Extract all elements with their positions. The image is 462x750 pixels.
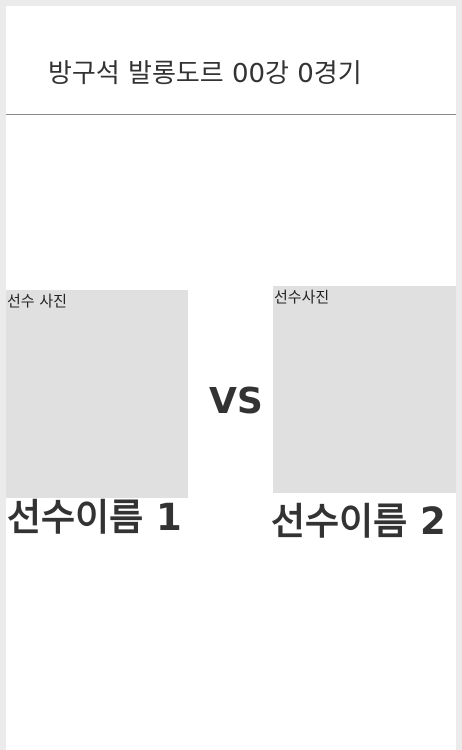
player-1-photo[interactable]: 선수 사진 <box>6 290 188 498</box>
player-1-photo-label: 선수 사진 <box>7 292 67 310</box>
match-page: 방구석 발롱도르 00강 0경기 선수 사진 VS 선수사진 선수이름 1 선수… <box>6 6 456 750</box>
player-1-name[interactable]: 선수이름 1 <box>7 496 182 539</box>
player-2-name[interactable]: 선수이름 2 <box>271 500 446 543</box>
player-2-photo[interactable]: 선수사진 <box>273 286 456 493</box>
versus-label: VS <box>209 381 263 422</box>
page-title: 방구석 발롱도르 00강 0경기 <box>48 59 362 89</box>
page-header: 방구석 발롱도르 00강 0경기 <box>6 6 456 115</box>
player-2-photo-label: 선수사진 <box>274 288 330 306</box>
